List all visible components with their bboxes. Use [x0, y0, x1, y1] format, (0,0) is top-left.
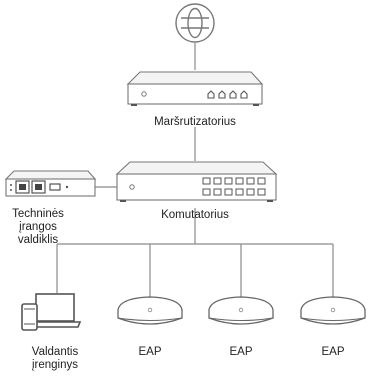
eap-label-2: EAP: [229, 346, 253, 358]
controller-label: Techninės įrangos valdiklis: [0, 208, 76, 247]
controller-label-line-3: valdiklis: [17, 234, 59, 246]
eap-device-3: [300, 296, 366, 325]
phone-icon: [21, 303, 38, 331]
managing-device: [21, 293, 82, 331]
switch-device: [115, 161, 278, 202]
router-logo: [141, 91, 147, 97]
controller-label-line-1: Techninės: [12, 208, 64, 220]
switch-label: Komutatorius: [161, 209, 229, 221]
router-device: [126, 71, 264, 106]
eap-logo: [238, 307, 244, 313]
controller-usb-port: [49, 183, 61, 191]
connection-lines: [56, 43, 334, 298]
managing-device-label: Valdantis įrenginys: [17, 346, 93, 372]
router-label: Maršrutizatorius: [154, 116, 236, 128]
eap-label-1: EAP: [138, 346, 162, 358]
router-top-face: [126, 71, 264, 85]
laptop-screen: [35, 293, 75, 322]
controller-device: [4, 170, 97, 197]
managing-device-label-line-2: įrenginys: [31, 359, 79, 371]
controller-label-line-2: įrangos: [19, 221, 57, 233]
eap-device-2: [208, 296, 274, 325]
eap-logo: [147, 307, 153, 313]
eap-device-1: [117, 296, 183, 325]
switch-ports: [202, 177, 266, 196]
switch-top-face: [115, 161, 278, 175]
globe-icon: [175, 3, 215, 43]
router-front: [127, 83, 263, 105]
controller-top: [4, 170, 97, 180]
eap-label-3: EAP: [321, 346, 345, 358]
switch-logo: [129, 184, 135, 190]
router-ports: [207, 90, 248, 99]
eap-logo: [330, 307, 336, 313]
managing-device-label-line-1: Valdantis: [31, 346, 79, 358]
